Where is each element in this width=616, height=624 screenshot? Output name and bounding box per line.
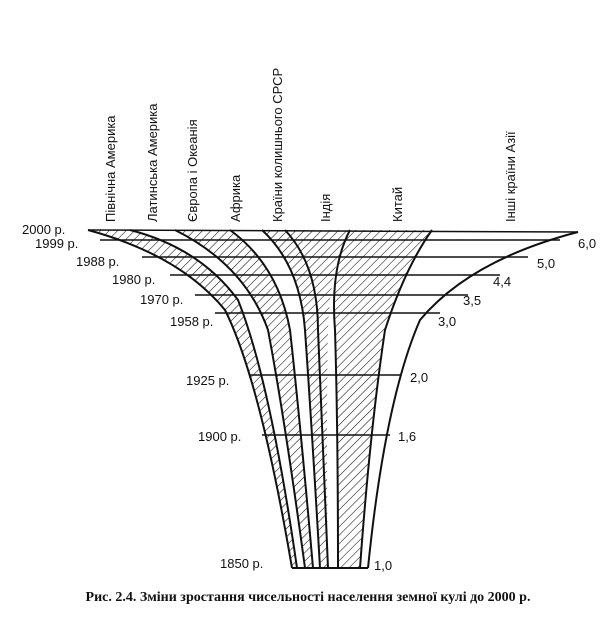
pop-label-4-4: 4,4 (493, 274, 511, 289)
curve-af-ussr (261, 229, 321, 569)
region-label-latin-america: Латинська Америка (145, 103, 160, 222)
curve-china-asia (359, 229, 433, 569)
pop-label-3-0: 3,0 (438, 314, 456, 329)
region-label-north-america: Північна Америка (103, 115, 118, 222)
band-europe-oceania (175, 230, 313, 568)
pop-label-3-5: 3,5 (463, 293, 481, 308)
pop-label-2-0: 2,0 (410, 370, 428, 385)
line-2000 (87, 229, 579, 233)
year-label-1850: 1850 р. (220, 556, 263, 571)
curve-outer-left (87, 229, 293, 569)
region-label-ussr: Країни колишнього СРСР (270, 68, 285, 222)
year-label-1958: 1958 р. (170, 314, 213, 329)
region-label-europe-oceania: Європа і Океанія (185, 119, 200, 222)
curve-outer-right (367, 231, 579, 569)
curve-eu-af (229, 229, 314, 569)
year-lines (87, 229, 579, 436)
curve-la-eu (174, 229, 306, 569)
band-china (334, 230, 432, 568)
pop-label-1-6: 1,6 (398, 429, 416, 444)
curve-na-la (129, 229, 298, 569)
year-label-1900: 1900 р. (198, 429, 241, 444)
pop-label-6-0: 6,0 (578, 236, 596, 251)
year-label-1980: 1980 р. (112, 272, 155, 287)
region-label-india: Індія (318, 194, 333, 222)
region-label-africa: Африка (228, 174, 243, 222)
year-label-2000: 2000 р. (22, 222, 65, 237)
year-label-1999: 1999 р. (35, 236, 78, 251)
year-label-1925: 1925 р. (186, 373, 229, 388)
year-label-1988: 1988 р. (76, 254, 119, 269)
curve-india-china (333, 229, 351, 569)
figure-caption: Рис. 2.4. Зміни зростання чисельності на… (85, 590, 531, 605)
pop-label-1-0: 1,0 (374, 558, 392, 573)
curve-ussr-india (284, 229, 329, 569)
region-label-other-asia: Інші країни Азії (503, 131, 518, 222)
band-ussr (262, 230, 350, 568)
pop-label-5-0: 5,0 (537, 256, 555, 271)
year-label-1970: 1970 р. (140, 292, 183, 307)
region-label-china: Китай (390, 187, 405, 222)
